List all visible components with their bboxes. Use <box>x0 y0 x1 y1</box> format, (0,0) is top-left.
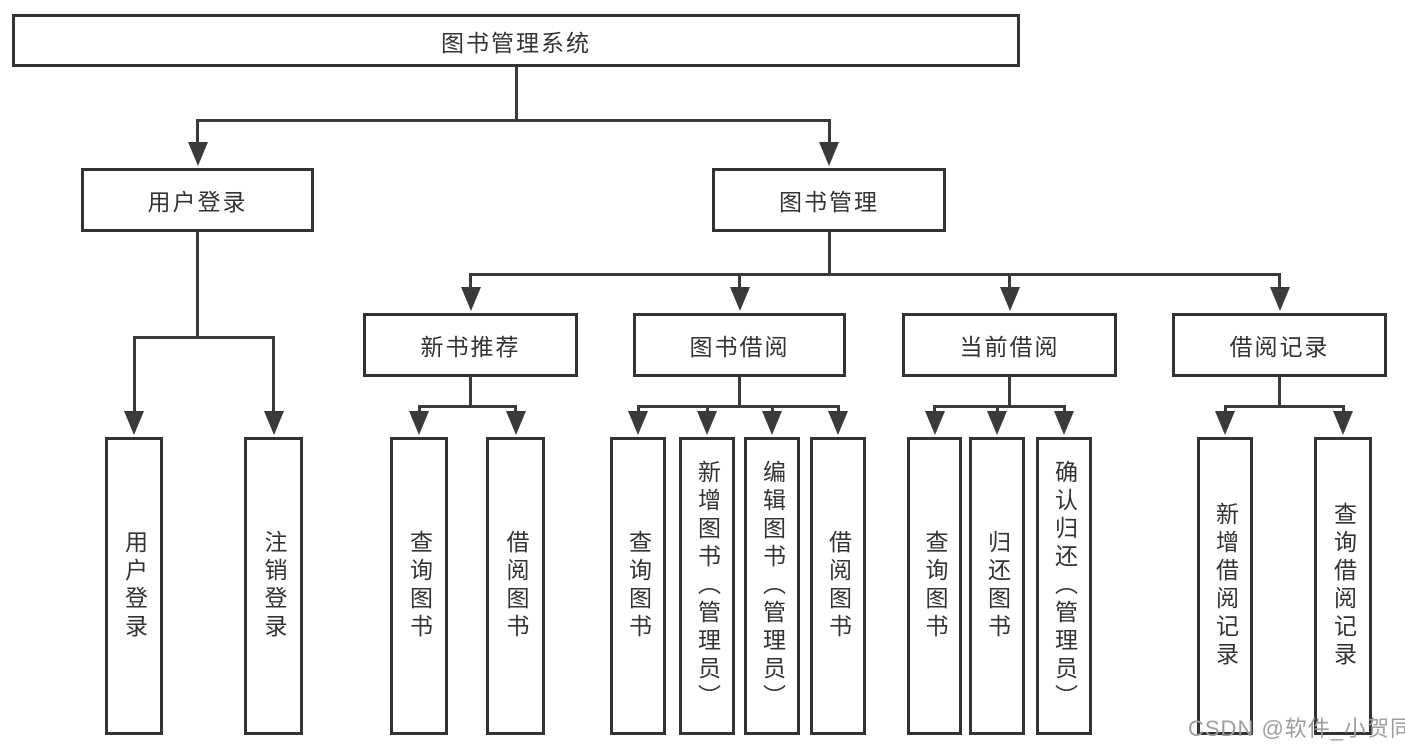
node-v-user-login: 用户登录 <box>105 437 163 735</box>
node-a-borrow-books: 借阅图书 <box>486 437 545 735</box>
connector-split <box>196 119 831 122</box>
connector-drop <box>1278 273 1281 293</box>
connector-split <box>417 405 517 408</box>
node-label-root: 图书管理系统 <box>441 29 591 56</box>
arrow-down-icon <box>505 411 526 435</box>
watermark: CSDN @软件_小贺同学 <box>1188 716 1405 741</box>
node-user-login: 用户登录 <box>81 168 314 232</box>
connector-stem <box>1008 376 1011 408</box>
node-label-c-query-books: 查询图书 <box>922 530 948 642</box>
node-d-add-record: 新增借阅记录 <box>1197 437 1253 735</box>
node-book-mgmt: 图书管理 <box>712 168 946 232</box>
node-label-new-book-rec: 新书推荐 <box>420 334 521 360</box>
arrow-down-icon <box>187 142 208 166</box>
node-v-logout: 注销登录 <box>244 437 303 735</box>
node-d-query-record: 查询借阅记录 <box>1314 437 1372 735</box>
connector-drop <box>738 273 741 293</box>
node-b-edit-books: 编辑图书（管理员） <box>744 437 800 735</box>
arrow-down-icon <box>729 287 750 311</box>
connector-stem <box>469 376 472 408</box>
connector-split <box>1223 405 1345 408</box>
arrow-down-icon <box>460 287 481 311</box>
connector-split <box>469 273 1281 276</box>
connector-split <box>933 405 1066 408</box>
arrow-down-icon <box>1333 411 1353 435</box>
node-label-b-add-books: 新增图书（管理员） <box>694 460 721 712</box>
node-b-borrow-books: 借阅图书 <box>810 437 866 735</box>
node-label-b-edit-books: 编辑图书（管理员） <box>759 460 786 712</box>
node-label-d-query-record: 查询借阅记录 <box>1330 502 1357 670</box>
node-root: 图书管理系统 <box>12 14 1020 67</box>
node-label-a-query-books: 查询图书 <box>406 530 433 642</box>
connector-stem <box>738 376 741 408</box>
node-c-confirm-return: 确认归还（管理员） <box>1036 437 1092 735</box>
arrow-down-icon <box>263 411 284 435</box>
node-b-add-books: 新增图书（管理员） <box>679 437 735 735</box>
connector-drop <box>827 119 831 148</box>
arrow-down-icon <box>409 411 429 435</box>
node-c-return-books: 归还图书 <box>969 437 1025 735</box>
arrow-down-icon <box>999 287 1020 311</box>
node-label-c-return-books: 归还图书 <box>984 530 1011 642</box>
node-b-query-books: 查询图书 <box>610 437 666 735</box>
arrow-down-icon <box>819 142 839 166</box>
arrow-down-icon <box>987 411 1007 435</box>
arrow-down-icon <box>762 411 782 435</box>
connector-drop <box>132 336 136 417</box>
connector-split <box>636 405 840 408</box>
node-current-borrow: 当前借阅 <box>902 313 1117 377</box>
connector-stem <box>514 66 518 122</box>
connector-split <box>132 336 275 339</box>
connector-stem <box>1278 376 1281 408</box>
node-a-query-books: 查询图书 <box>390 437 448 735</box>
arrow-down-icon <box>1054 411 1074 435</box>
node-label-book-mgmt: 图书管理 <box>779 189 879 215</box>
connector-drop <box>469 273 472 293</box>
node-label-c-confirm-return: 确认归还（管理员） <box>1051 460 1078 712</box>
node-label-book-borrow: 图书借阅 <box>689 334 790 360</box>
node-label-d-add-record: 新增借阅记录 <box>1212 502 1239 670</box>
node-c-query-books: 查询图书 <box>907 437 962 735</box>
arrow-down-icon <box>828 411 848 435</box>
connector-drop <box>1008 273 1011 293</box>
arrow-down-icon <box>1215 411 1235 435</box>
node-label-borrow-records: 借阅记录 <box>1229 334 1330 360</box>
node-label-b-borrow-books: 借阅图书 <box>825 530 852 642</box>
node-label-a-borrow-books: 借阅图书 <box>503 530 529 642</box>
node-label-user-login: 用户登录 <box>147 189 248 215</box>
connector-stem <box>196 231 199 339</box>
node-label-current-borrow: 当前借阅 <box>959 334 1060 360</box>
arrow-down-icon <box>697 411 717 435</box>
node-label-v-logout: 注销登录 <box>261 530 287 642</box>
arrow-down-icon <box>924 411 945 435</box>
node-label-b-query-books: 查询图书 <box>625 530 652 642</box>
connector-drop <box>272 336 275 417</box>
arrow-down-icon <box>1269 287 1290 311</box>
node-new-book-rec: 新书推荐 <box>363 313 578 377</box>
node-label-v-user-login: 用户登录 <box>121 530 148 642</box>
node-book-borrow: 图书借阅 <box>633 313 846 377</box>
connector-drop <box>196 119 199 148</box>
connector-stem <box>827 231 831 276</box>
node-borrow-records: 借阅记录 <box>1172 313 1387 377</box>
arrow-down-icon <box>124 411 144 435</box>
arrow-down-icon <box>628 411 648 435</box>
